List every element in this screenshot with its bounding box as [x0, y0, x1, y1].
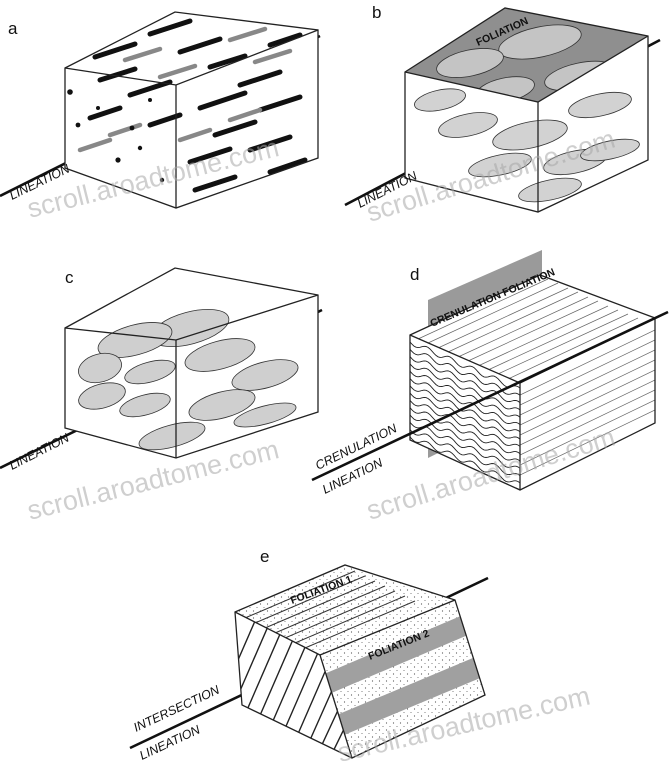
crenulation-wave [410, 427, 520, 479]
panel-d-block [409, 250, 656, 491]
crenulation-wave [410, 354, 520, 406]
panel-b-letter: b [372, 3, 381, 22]
panel-c-block [64, 267, 319, 459]
panel-b-inner-ellipses [414, 88, 640, 203]
crenulation-wave [410, 434, 520, 486]
panel-b-block [404, 7, 649, 213]
crenulation-wave [410, 390, 520, 442]
panel-e-foliation2-bands [320, 612, 485, 743]
panel-c-ellipses [78, 308, 299, 451]
crenulation-wave [410, 361, 520, 413]
panel-a-block [64, 11, 319, 209]
panel-e-letter: e [260, 547, 269, 566]
panel-d-letter: d [410, 265, 419, 284]
panel-e-left-hatching [235, 612, 352, 758]
panel-e-block [234, 564, 486, 759]
crenulation-wave [410, 339, 520, 391]
panel-d-crenulation-label: CRENULATION [313, 421, 400, 473]
panel-d-right-stripes [520, 329, 655, 476]
panel-c-lineation-label: LINEATION [7, 430, 72, 472]
crenulation-wave [410, 375, 520, 427]
crenulation-wave [410, 419, 520, 471]
panel-e-top-stripes [244, 570, 416, 649]
panel-d-crenulation-waves [410, 339, 520, 490]
crenulation-wave [410, 405, 520, 457]
crenulation-wave [410, 368, 520, 420]
panel-a-letter: a [8, 19, 18, 38]
crenulation-wave [410, 346, 520, 398]
crenulation-wave [410, 412, 520, 464]
crenulation-wave [410, 397, 520, 449]
panel-a-lineation-markers [67, 18, 308, 193]
panel-d-top-folds [417, 278, 639, 380]
panel-d-lineation-line [311, 310, 669, 482]
crenulation-wave [410, 383, 520, 435]
panel-b: b FOLIATIO [344, 3, 661, 213]
panel-c-letter: c [65, 268, 74, 287]
